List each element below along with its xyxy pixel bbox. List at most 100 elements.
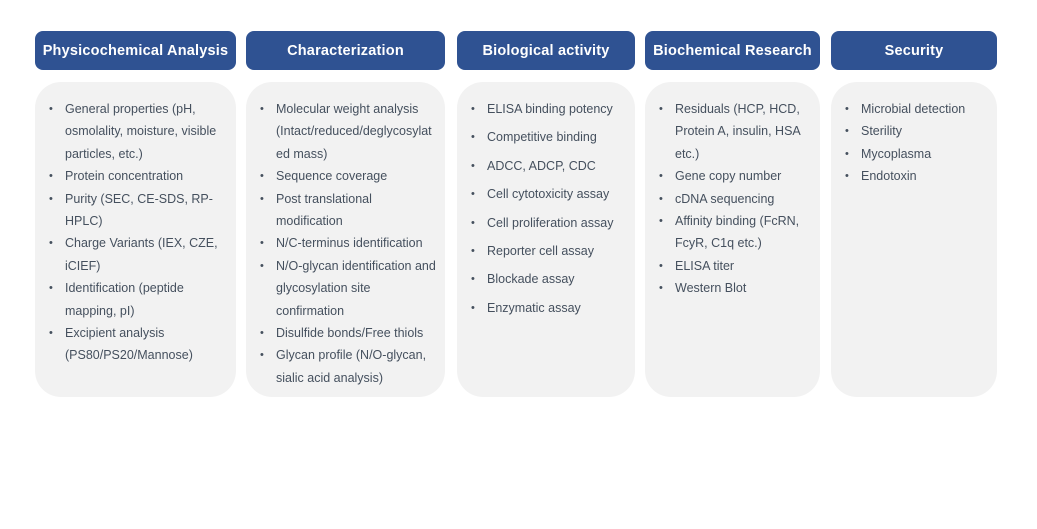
list-item-text: Residuals (HCP, HCD, Protein A, insulin,…: [675, 102, 801, 161]
list-item-text: Blockade assay: [487, 272, 575, 287]
list-item: • Residuals (HCP, HCD, Protein A, insulin…: [645, 98, 812, 165]
list-item: • Sequence coverage: [246, 165, 437, 187]
list-item: •General properties (pH, osmolality, moi…: [35, 98, 228, 165]
column-title: Biochemical Research: [653, 42, 812, 59]
bullet-icon: •: [845, 125, 849, 138]
list-item: •Mycoplasma: [831, 143, 989, 165]
bullet-icon: •: [471, 103, 475, 115]
list-item: • ADCC, ADCP, CDC: [457, 155, 627, 177]
list-item: •Molecular weight analysis (Intact/reduc…: [246, 98, 437, 165]
list-item: • Reporter cell assay: [457, 240, 627, 262]
list-item: • cDNA sequencing: [645, 188, 812, 210]
column-title: Security: [884, 42, 944, 59]
column-card: •Molecular weight analysis (Intact/reduc…: [246, 82, 445, 397]
list-item-text: Excipient analysis (PS80/PS20/Mannose): [65, 326, 193, 363]
column-title: Physicochemical Analysis: [42, 42, 229, 59]
bullet-icon: •: [659, 103, 663, 115]
bullet-icon: •: [260, 170, 264, 183]
bullet-icon: •: [471, 245, 475, 258]
list-item: • N/O-glycan identification and glycosyla…: [246, 255, 437, 322]
bullet-icon: •: [49, 103, 53, 115]
bullet-icon: •: [49, 192, 53, 205]
list-item-text: Identification (peptide mapping, pI): [65, 281, 184, 318]
column-header: Physicochemical Analysis: [35, 31, 236, 70]
list-item: • Excipient analysis (PS80/PS20/Mannose): [35, 322, 228, 367]
column-header: Biological activity: [457, 31, 635, 70]
list-item-text: ADCC, ADCP, CDC: [487, 158, 596, 173]
list-item-text: Purity (SEC, CE-SDS, RP-HPLC): [65, 191, 213, 229]
bullet-icon: •: [49, 237, 53, 250]
column-biochemical-research: Biochemical Research • Residuals (HCP, HC…: [645, 31, 820, 397]
column-title: Biological activity: [482, 42, 610, 59]
column-card: •ELISA binding potency•Competitive bindi…: [457, 82, 635, 397]
list-item: • N/C-terminus identification: [246, 232, 437, 254]
list-item-text: Glycan profile (N/O-glycan, sialic acid …: [276, 348, 427, 385]
column-header: Biochemical Research: [645, 31, 820, 70]
list-item: •Microbial detection: [831, 98, 989, 120]
list-item: •Gene copy number: [645, 165, 812, 187]
bullet-icon: •: [659, 282, 663, 295]
list-item-text: Protein concentration: [65, 169, 184, 184]
column-characterization: Characterization •Molecular weight analy…: [246, 31, 445, 397]
list-item-text: Charge Variants (IEX, CZE, iCIEF): [65, 236, 218, 273]
list-item-text: Competitive binding: [487, 130, 597, 145]
list-item: • Protein concentration: [35, 165, 228, 187]
list-item-text: Sequence coverage: [276, 169, 388, 184]
bullet-icon: •: [471, 273, 475, 286]
bullet-icon: •: [659, 192, 663, 205]
list-item: • Blockade assay: [457, 268, 627, 290]
column-item-list: •General properties (pH, osmolality, moi…: [35, 98, 228, 367]
list-item: •Affinity binding (FcRN, FcyR, C1q etc.): [645, 210, 812, 255]
column-title: Characterization: [287, 42, 404, 59]
bullet-icon: •: [471, 188, 475, 201]
list-item-text: Sterility: [861, 124, 902, 139]
list-item-text: Post translational modification: [276, 191, 372, 229]
bullet-icon: •: [260, 349, 264, 362]
column-item-list: •Molecular weight analysis (Intact/reduc…: [246, 98, 437, 389]
bullet-icon: •: [845, 170, 849, 183]
bullet-icon: •: [471, 159, 475, 172]
list-item: • ELISA binding potency: [457, 98, 627, 120]
column-item-list: •ELISA binding potency•Competitive bindi…: [457, 98, 627, 319]
bullet-icon: •: [260, 327, 264, 340]
bullet-icon: •: [659, 259, 663, 272]
bullet-icon: •: [471, 216, 475, 229]
bullet-icon: •: [49, 170, 53, 183]
list-item-text: Cell cytotoxicity assay: [487, 187, 610, 202]
list-item-text: cDNA sequencing: [675, 191, 775, 206]
list-item: • Sterility: [831, 120, 989, 142]
list-item-text: Gene copy number: [675, 169, 782, 184]
column-header: Characterization: [246, 31, 445, 70]
column-header: Security: [831, 31, 997, 70]
list-item-text: Cell proliferation assay: [487, 215, 614, 230]
column-biological-activity: Biological activity • ELISA binding poten…: [457, 31, 635, 397]
list-item-text: Endotoxin: [861, 169, 917, 184]
column-item-list: •Microbial detection•Sterility•Mycoplasm…: [831, 98, 989, 188]
list-item-text: ELISA binding potency: [487, 102, 613, 116]
bullet-icon: •: [471, 301, 475, 314]
bullet-icon: •: [659, 215, 663, 228]
column-card: • Residuals (HCP, HCD, Protein A, insulin…: [645, 82, 820, 397]
list-item: •Post translational modification: [246, 188, 437, 233]
bullet-icon: •: [49, 327, 53, 340]
list-item: •Competitive binding: [457, 126, 627, 148]
list-item-text: Reporter cell assay: [487, 244, 594, 259]
list-item-text: N/C-terminus identification: [276, 236, 423, 251]
bullet-icon: •: [260, 259, 264, 272]
column-card: •Microbial detection•Sterility•Mycoplasm…: [831, 82, 997, 397]
column-card: •General properties (pH, osmolality, moi…: [35, 82, 236, 397]
list-item: • Glycan profile (N/O-glycan, sialic acid…: [246, 344, 437, 389]
list-item-text: Disulfide bonds/Free thiols: [276, 326, 424, 341]
list-item: • Charge Variants (IEX, CZE, iCIEF): [35, 232, 228, 277]
list-item-text: Microbial detection: [861, 102, 966, 116]
column-security: Security •Microbial detection•Sterility•…: [831, 31, 997, 397]
list-item: • Endotoxin: [831, 165, 989, 187]
bullet-icon: •: [260, 237, 264, 250]
bullet-icon: •: [49, 282, 53, 295]
column-item-list: • Residuals (HCP, HCD, Protein A, insulin…: [645, 98, 812, 300]
list-item-text: ELISA titer: [675, 258, 735, 273]
list-item: • Cell cytotoxicity assay: [457, 183, 627, 205]
list-item: • Identification (peptide mapping, pI): [35, 277, 228, 322]
list-item-text: Western Blot: [675, 281, 747, 296]
list-item-text: N/O-glycan identification and glycosylat…: [276, 258, 436, 318]
